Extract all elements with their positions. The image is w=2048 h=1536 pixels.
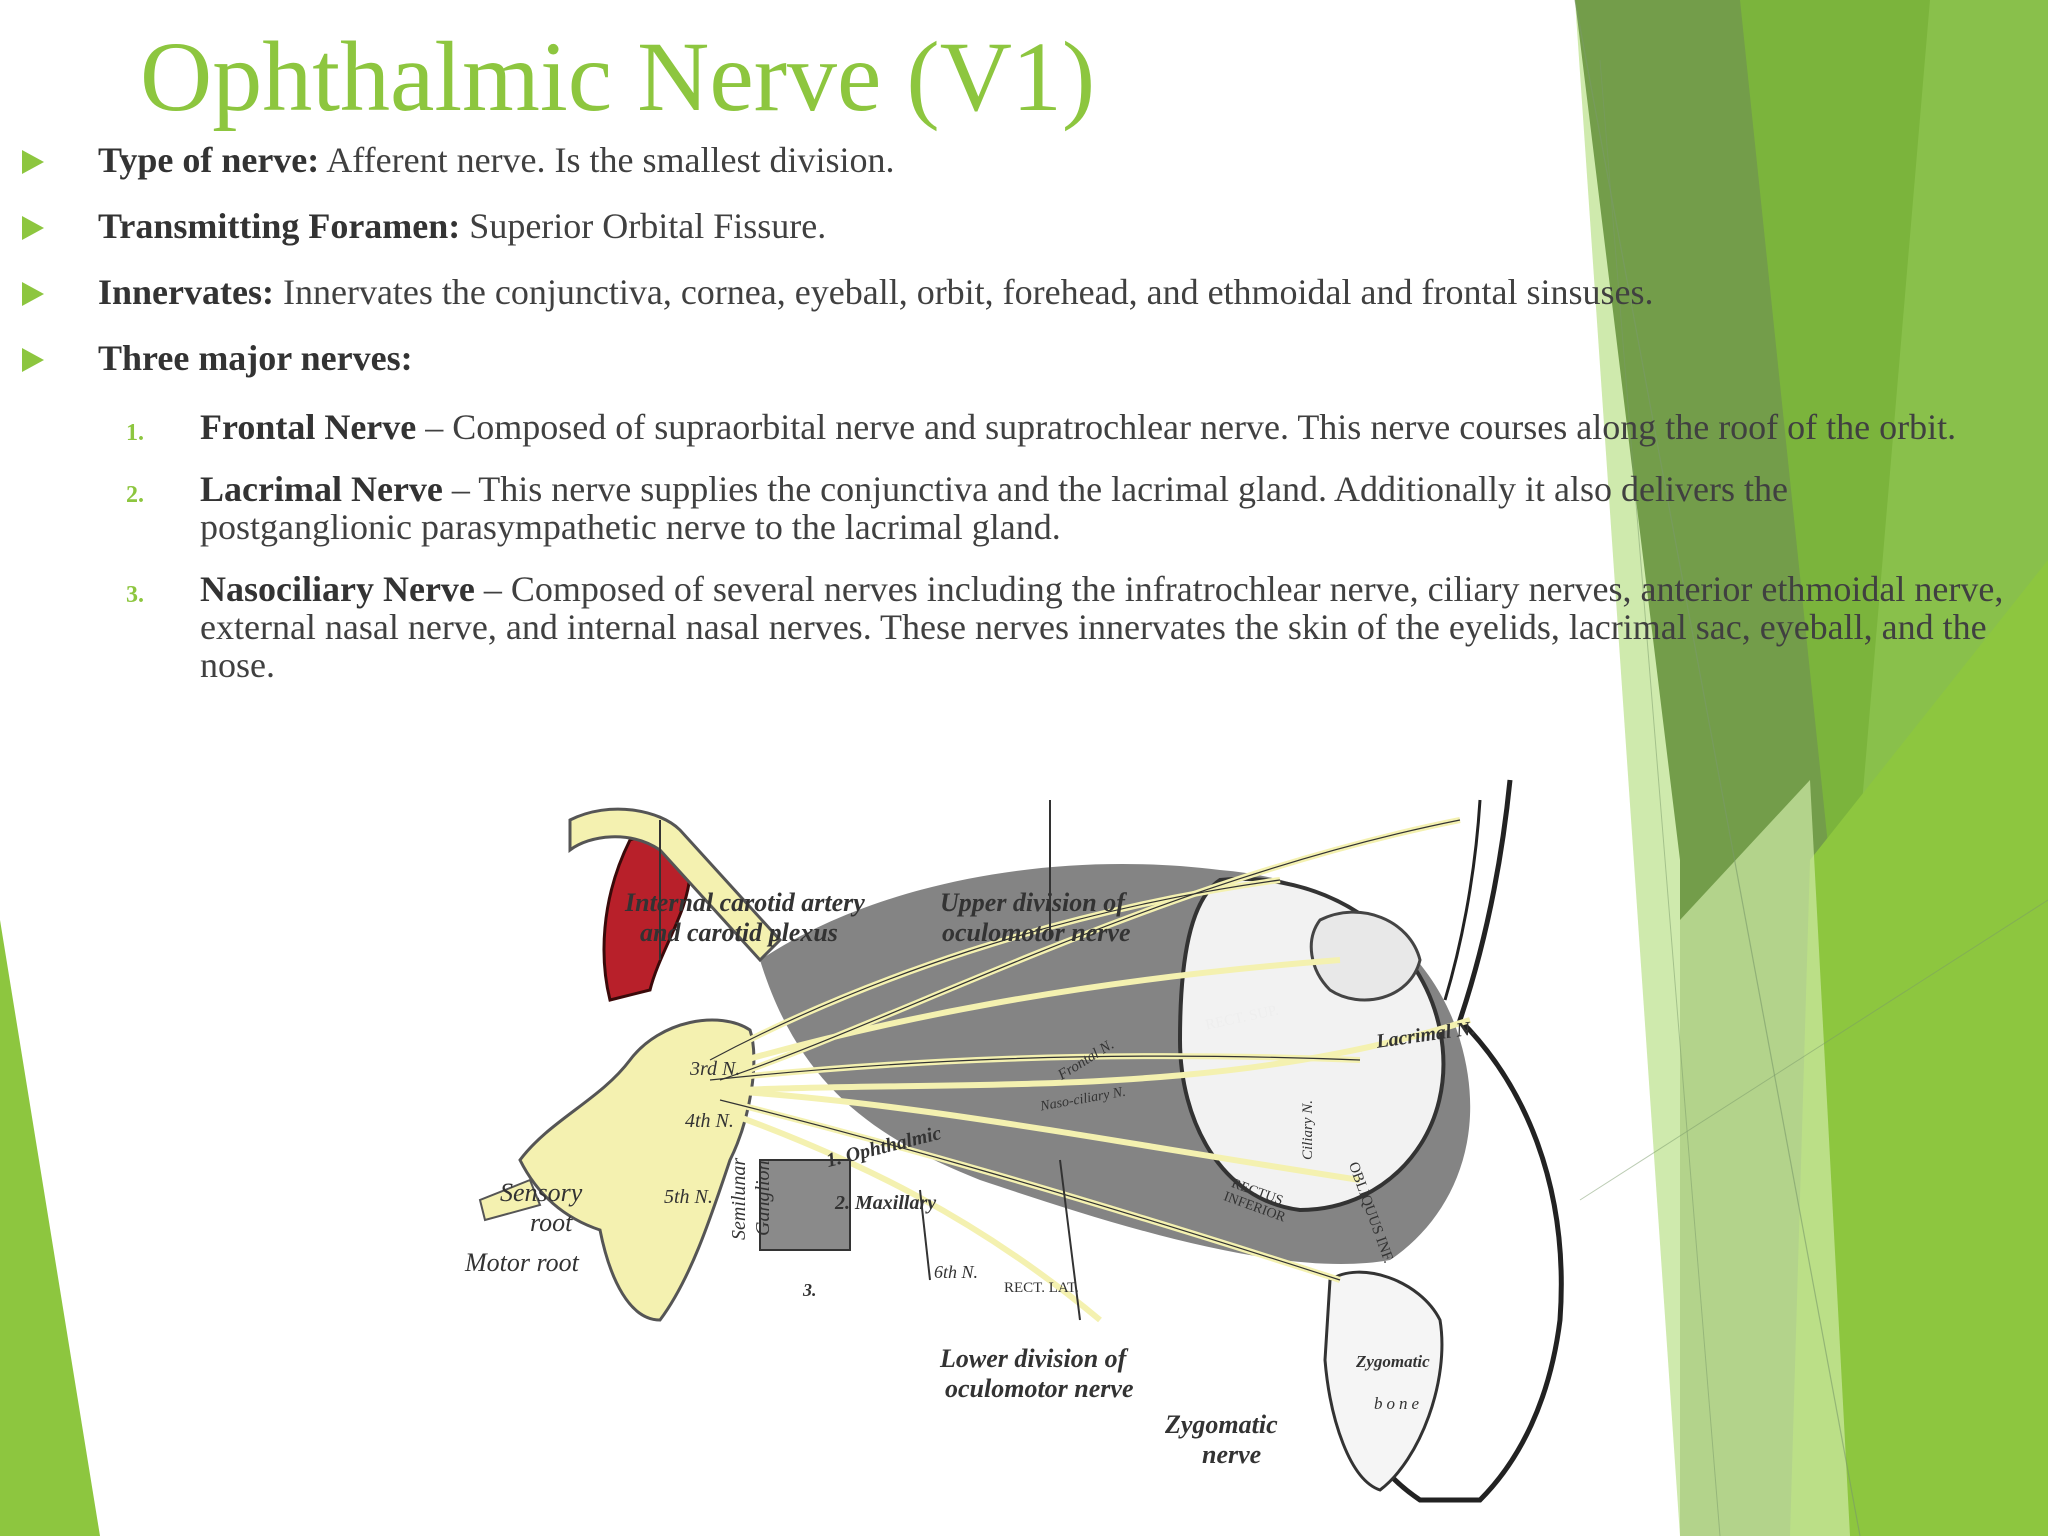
nerve-list: 1. Frontal Nerve – Composed of supraorbi… [126,408,2006,708]
nerve-name: Nasociliary Nerve [200,569,475,609]
orbit-nerve-illustration: Internal carotid artery and carotid plex… [478,779,1564,1503]
leader-lines [659,800,1081,1321]
bullet-arrow-icon [22,348,44,372]
rect-lat-muscle [759,1159,851,1251]
nerve-item-frontal: 1. Frontal Nerve – Composed of supraorbi… [126,408,2006,446]
decor-line-1 [1574,0,1861,1536]
third-nerve [568,807,783,963]
bullet-label: Type of nerve: [98,140,320,180]
slide-title: Ophthalmic Nerve (V1) [140,21,1096,132]
bullet-type-of-nerve: Type of nerve: Afferent nerve. Is the sm… [22,140,2002,180]
bullet-three-major-nerves: Three major nerves: [22,338,2002,378]
nerve-name: Frontal Nerve [200,407,417,447]
nerve-fiber-outlines [709,819,1461,1281]
zygomatic-bone [1323,1270,1444,1492]
semilunar-ganglion [518,1018,756,1322]
bullet-text: Innervates the conjunctiva, cornea, eyeb… [273,272,1654,312]
bullet-arrow-icon [22,216,44,240]
nerve-text: – Composed of several nerves including t… [200,569,2004,685]
skull-outline-inner [1443,799,1482,1001]
left-green-wedge [0,920,100,1536]
bullet-arrow-icon [22,282,44,306]
nerve-item-nasociliary: 3. Nasociliary Nerve – Composed of sever… [126,570,2006,684]
bullet-arrow-icon [22,150,44,174]
nerve-name: Lacrimal Nerve [200,469,443,509]
nerve-number: 1. [126,420,144,446]
right-green-bright [1790,560,2048,1536]
bullet-label: Three major nerves: [98,338,413,378]
decor-line-3 [1579,899,2048,1201]
bullet-text: Superior Orbital Fissure. [460,206,827,246]
nerve-item-lacrimal: 2. Lacrimal Nerve – This nerve supplies … [126,470,2006,546]
right-green-pale [1680,780,1850,1536]
nerve-text: – Composed of supraorbital nerve and sup… [416,407,1957,447]
bullet-transmitting-foramen: Transmitting Foramen: Superior Orbital F… [22,206,2002,246]
nerve-number: 2. [126,482,144,508]
bullet-label: Transmitting Foramen: [98,206,461,246]
bullet-innervates: Innervates: Innervates the conjunctiva, … [22,272,2002,312]
decor-line-2 [1599,59,1721,1536]
nerve-text: – This nerve supplies the conjunctiva an… [200,469,1788,547]
bullet-label: Innervates: [98,272,274,312]
nerve-number: 3. [126,582,144,608]
bullet-text: Afferent nerve. Is the smallest division… [319,140,895,180]
motor-root [478,1178,542,1222]
bullet-list: Type of nerve: Afferent nerve. Is the sm… [22,140,2002,404]
lacrimal-gland [1309,910,1422,1002]
